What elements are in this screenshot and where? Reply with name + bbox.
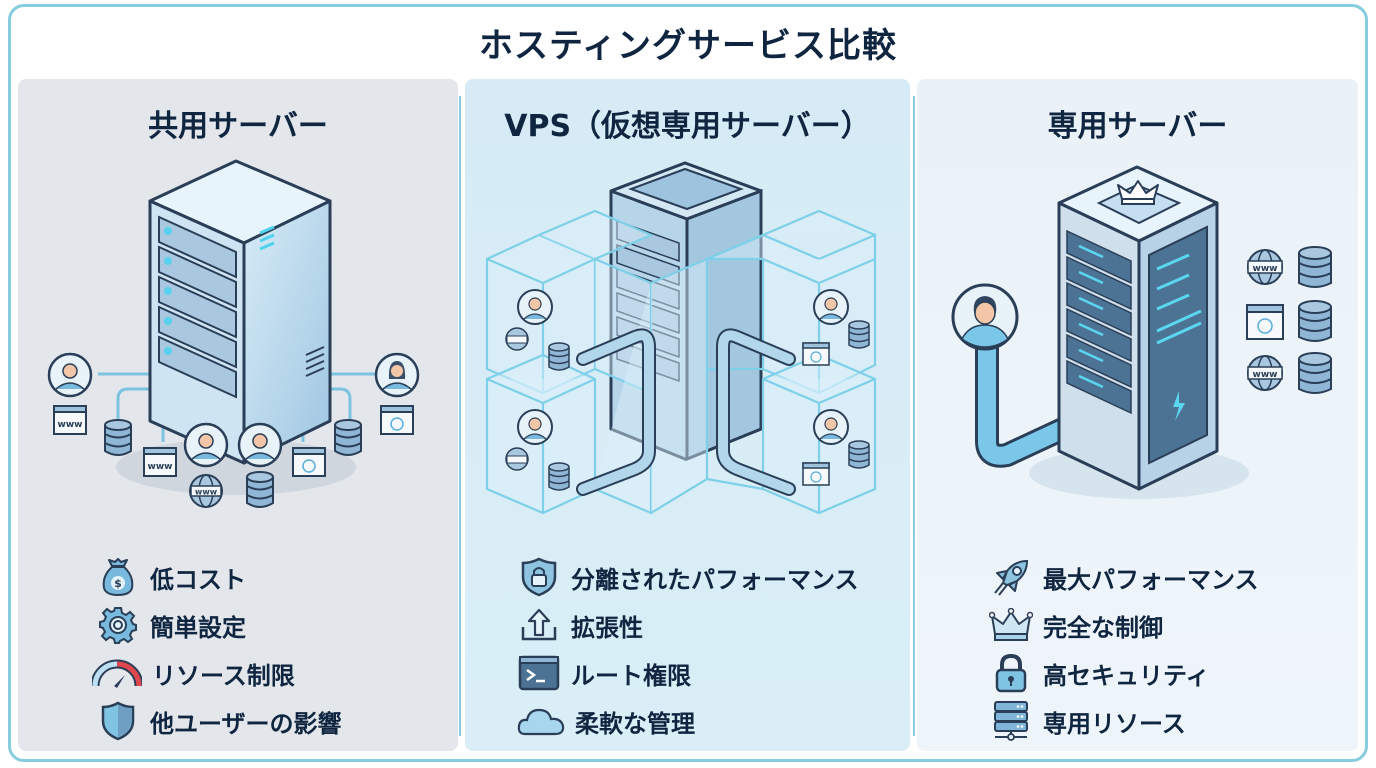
feature-label: リソース制限 [152, 661, 295, 690]
user-avatar-icon [813, 409, 849, 445]
database-icon [334, 419, 362, 456]
server-stack-icon [989, 701, 1033, 741]
database-icon [848, 320, 870, 349]
padlock-icon [989, 653, 1033, 693]
feature-item: 拡張性 [517, 605, 643, 645]
database-icon [246, 471, 274, 508]
panel-shared-server: 共用サーバー [18, 79, 458, 751]
crown-icon [989, 605, 1033, 645]
database-icon [548, 462, 570, 491]
money-bag-icon: $ [96, 557, 140, 597]
user-avatar-icon [183, 422, 229, 468]
user-avatar-icon [374, 352, 420, 398]
shield-lock-icon [517, 557, 561, 597]
connection-pipe [975, 337, 1105, 468]
globe-www-icon: www [1247, 355, 1283, 391]
feature-item: 他ユーザーの影響 [96, 701, 342, 741]
feature-label: 最大パフォーマンス [1043, 565, 1259, 594]
feature-item: 分離されたパフォーマンス [517, 557, 859, 597]
panel-divider [913, 96, 915, 736]
terminal-icon [517, 653, 561, 693]
database-icon [104, 419, 132, 456]
feature-label: 専用リソース [1043, 709, 1186, 738]
shared-server-illustration: www www [47, 159, 420, 508]
feature-item: 最大パフォーマンス [989, 557, 1259, 597]
feature-label: ルート権限 [571, 661, 691, 690]
vps-illustration [485, 161, 877, 515]
web-globe-page-icon [1246, 304, 1284, 340]
web-page-icon: www [53, 405, 87, 435]
user-avatar-icon [813, 289, 849, 325]
globe-www-icon [505, 327, 529, 351]
web-page-icon: www [143, 447, 177, 477]
feature-label: 低コスト [150, 565, 246, 594]
database-icon [1298, 246, 1332, 288]
crown-icon [1117, 180, 1159, 205]
gauge-icon [92, 653, 142, 693]
feature-label: 簡単設定 [150, 613, 246, 642]
feature-item: ルート権限 [517, 653, 691, 693]
web-globe-page-icon [380, 405, 414, 435]
user-avatar-icon [517, 409, 553, 445]
user-avatar-icon [237, 422, 283, 468]
dedicated-server-illustration: www www [951, 165, 1332, 499]
panel-title-dedicated: 専用サーバー [1047, 109, 1228, 144]
svg-text:www: www [1253, 264, 1278, 274]
server-tower [1057, 165, 1219, 491]
server-tower [148, 159, 332, 465]
globe-www-icon: www [1247, 249, 1283, 285]
svg-text:www: www [195, 488, 218, 497]
database-icon [548, 342, 570, 371]
user-avatar-icon [517, 289, 553, 325]
feature-label: 分離されたパフォーマンス [571, 565, 859, 594]
feature-label: 完全な制御 [1043, 613, 1163, 642]
gear-icon [96, 605, 140, 645]
feature-label: 高セキュリティ [1043, 661, 1210, 690]
database-icon [1298, 300, 1332, 342]
globe-www-icon: www [189, 474, 223, 508]
panel-title-shared: 共用サーバー [148, 109, 328, 144]
feature-label: 柔軟な管理 [575, 709, 695, 738]
svg-text:www: www [148, 462, 173, 472]
database-icon [1298, 352, 1332, 394]
connection-pipes [576, 328, 796, 496]
panel-dedicated-server: 専用サーバー [917, 79, 1358, 751]
database-icon [848, 440, 870, 469]
feature-item: 簡単設定 [96, 605, 246, 645]
svg-text:www: www [1253, 370, 1278, 380]
panel-title-vps: VPS（仮想専用サーバー） [504, 109, 871, 144]
virtual-container-cubes [485, 209, 877, 515]
web-globe-page-icon [802, 462, 830, 486]
feature-item: 完全な制御 [989, 605, 1163, 645]
panel-vps: VPS（仮想専用サーバー） [465, 79, 910, 751]
user-avatar-icon [951, 283, 1019, 351]
feature-item: リソース制限 [92, 653, 295, 693]
svg-text:$: $ [114, 577, 122, 590]
svg-text:www: www [58, 420, 83, 430]
panel-divider [459, 96, 461, 736]
shield-icon [96, 701, 140, 741]
feature-item: $ 低コスト [96, 557, 246, 597]
rocket-icon [989, 557, 1033, 597]
user-avatar-icon [47, 352, 93, 398]
globe-www-icon [505, 447, 529, 471]
cloud-icon [517, 701, 565, 741]
upload-arrow-icon [517, 605, 561, 645]
feature-item: 専用リソース [989, 701, 1186, 741]
web-globe-page-icon [292, 447, 326, 477]
page-title: ホスティングサービス比較 [479, 26, 897, 66]
web-globe-page-icon [802, 342, 830, 366]
feature-item: 柔軟な管理 [517, 701, 695, 741]
feature-item: 高セキュリティ [989, 653, 1210, 693]
feature-label: 拡張性 [571, 613, 643, 642]
feature-label: 他ユーザーの影響 [150, 709, 342, 738]
